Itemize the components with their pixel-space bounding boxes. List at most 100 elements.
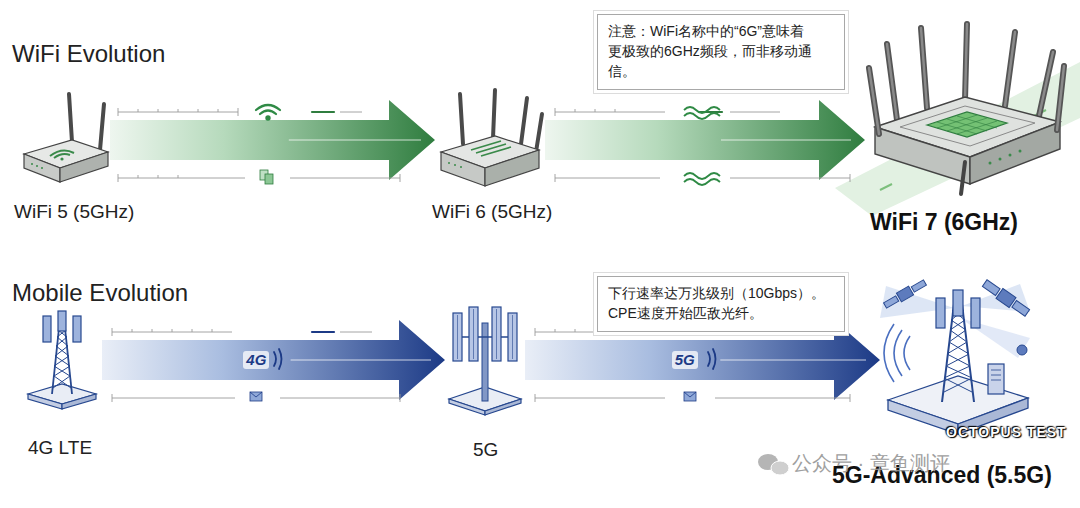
decor-shape <box>961 162 965 194</box>
decor-shape <box>1009 154 1012 157</box>
decor-shape <box>555 174 850 182</box>
decor-shape <box>684 179 720 185</box>
evolution-arrow <box>102 320 445 400</box>
evolution-arrow <box>110 100 435 180</box>
note-text: 下行速率达万兆级别（10Gbps）。 CPE速度开始匹敌光纤。 <box>608 284 834 324</box>
decor-shape <box>340 112 362 113</box>
decor-shape <box>60 157 63 160</box>
router-device: WiFi 7 (6GHz) <box>865 22 1065 197</box>
decor-shape <box>887 44 897 120</box>
decor-shape <box>485 399 521 415</box>
router-illustration <box>435 88 545 192</box>
arrow-body <box>110 100 435 180</box>
decor-shape <box>982 280 1000 296</box>
decor-shape <box>896 286 913 302</box>
router-illustration <box>20 90 110 190</box>
decor-shape <box>73 316 81 342</box>
tower-illustration <box>445 305 525 415</box>
decor-shape <box>1039 52 1053 116</box>
decor-shape <box>869 66 1064 194</box>
arrow-centerline <box>720 360 866 361</box>
decor-shape <box>1019 150 1022 153</box>
decor-shape <box>112 328 372 336</box>
decor-shape <box>536 114 542 152</box>
decor-shape <box>1017 345 1027 355</box>
decor-shape <box>31 163 33 165</box>
decor-shape <box>684 392 696 401</box>
decor-shape <box>118 108 238 116</box>
watermark: OCTOPUS TEST <box>946 424 1067 440</box>
decor-shape <box>965 24 967 100</box>
router-device: WiFi 6 (5GHz) <box>435 88 545 192</box>
decor-shape <box>485 150 539 186</box>
arrow-body <box>102 320 445 400</box>
decor-shape <box>454 164 456 166</box>
row-heading: WiFi Evolution <box>12 40 165 68</box>
tower-illustration <box>22 310 102 410</box>
decor-shape <box>274 352 276 366</box>
decor-shape <box>118 174 400 182</box>
decor-shape <box>884 324 910 382</box>
arrow-label: 4G <box>243 351 269 369</box>
decor-shape <box>937 115 997 134</box>
decor-shape <box>279 349 282 369</box>
wifi-icon <box>256 105 280 120</box>
decor-shape <box>100 104 104 150</box>
tower-device: 5G <box>445 305 525 415</box>
decor-shape <box>869 68 879 134</box>
wechat-icon <box>758 454 789 475</box>
arrow-body <box>525 320 880 400</box>
green-dashes <box>312 111 722 113</box>
decor-shape <box>312 331 334 333</box>
decor-shape <box>493 90 495 138</box>
decor-shape <box>459 336 511 337</box>
decor-shape <box>521 98 527 144</box>
note-box: 注意：WiFi名称中的“6G”意味着 更极致的6GHz频段，而非移动通 信。 <box>597 14 845 90</box>
decor-shape <box>460 166 462 168</box>
arrow-body <box>545 100 865 180</box>
decor-shape <box>921 28 927 108</box>
decor-shape <box>883 278 928 310</box>
decor-shape <box>43 316 51 342</box>
note-box: 下行速率达万兆级别（10Gbps）。 CPE速度开始匹敌光纤。 <box>597 276 845 332</box>
decor-shape <box>41 167 43 169</box>
decor-shape <box>900 106 1035 146</box>
decor-shape <box>28 394 62 409</box>
decor-shape <box>471 141 511 156</box>
decor-shape <box>265 174 273 184</box>
device-label: 5G <box>473 440 498 461</box>
decor-shape <box>460 94 463 144</box>
decor-shape <box>1057 66 1064 130</box>
decor-shape <box>684 392 696 397</box>
decor-shape <box>708 352 710 366</box>
decor-shape <box>921 28 927 108</box>
device-label: WiFi 7 (6GHz) <box>870 210 1018 235</box>
decor-shape <box>54 154 70 158</box>
decor-shape <box>60 152 108 182</box>
decor-shape <box>936 298 945 328</box>
decor-shape <box>713 349 716 369</box>
decor-shape <box>911 280 926 292</box>
decor-shape <box>458 309 513 359</box>
tower-illustration <box>880 278 1035 436</box>
decor-shape <box>880 184 892 190</box>
device-label: WiFi 5 (5GHz) <box>14 202 134 223</box>
decor-shape <box>58 311 66 331</box>
decor-shape <box>256 105 280 110</box>
decor-shape <box>927 112 1007 137</box>
decor-shape <box>250 392 262 401</box>
decor-shape <box>1039 52 1053 116</box>
evolution-arrow <box>545 100 865 180</box>
evolution-arrow <box>525 320 880 400</box>
tower-device: 5G-Advanced (5.5G) <box>880 278 1035 436</box>
decor-shape <box>449 399 485 415</box>
decor-shape <box>988 364 1004 394</box>
row-heading: Mobile Evolution <box>12 279 188 307</box>
tower-device: 4G LTE <box>22 310 102 410</box>
router-illustration <box>865 22 1065 197</box>
decor-shape <box>771 461 789 475</box>
